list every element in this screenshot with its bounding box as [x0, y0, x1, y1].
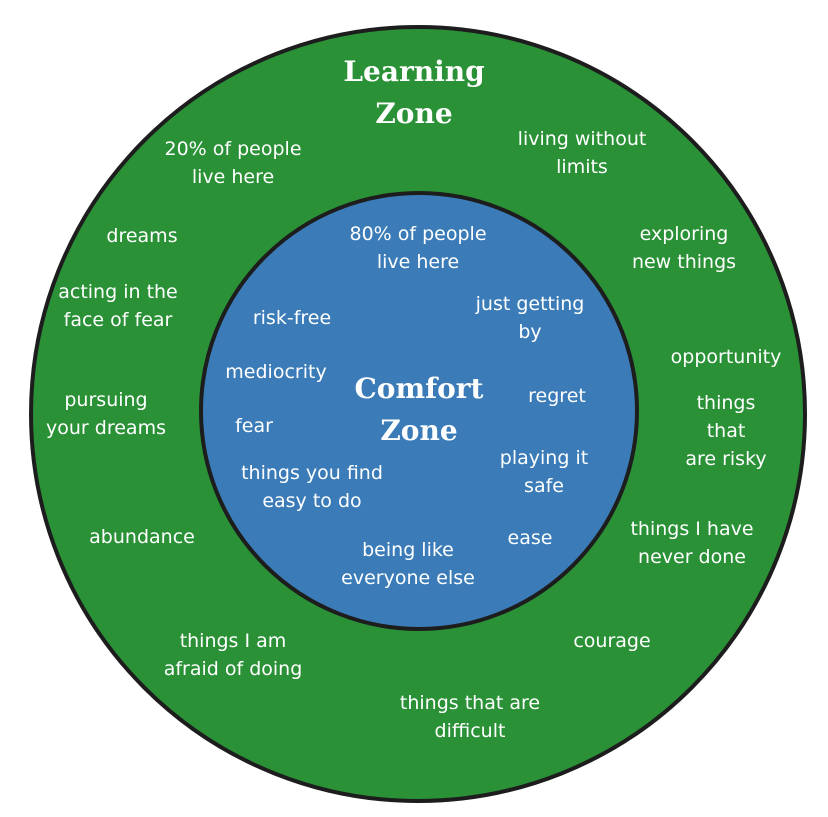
comfort-item-80-percent: 80% of people live here — [349, 223, 487, 273]
comfort-item-just-getting-by: just getting by — [475, 293, 585, 343]
learning-item-pursuing-your-dreams: pursuing your dreams — [46, 389, 166, 439]
learning-item-exploring-new-things: exploring new things — [631, 223, 737, 273]
learning-item-dreams: dreams — [106, 225, 178, 247]
comfort-item-risk-free: risk-free — [252, 307, 332, 329]
comfort-item-playing-it-safe: playing it safe — [499, 447, 589, 497]
comfort-item-mediocrity: mediocrity — [225, 361, 327, 383]
comfort-item-ease: ease — [507, 527, 553, 549]
learning-item-acting-in-face-of-fear: acting in the face of fear — [58, 281, 178, 331]
learning-item-living-without-limits: living without limits — [517, 128, 647, 178]
comfort-item-being-like-everyone-else: being like everyone else — [341, 539, 475, 589]
learning-item-things-never-done: things I have never done — [630, 518, 754, 568]
comfort-item-easy-to-do: things you find easy to do — [241, 462, 383, 512]
learning-item-courage: courage — [573, 630, 651, 652]
comfort-zone-circle — [199, 191, 639, 631]
comfort-item-fear: fear — [235, 415, 273, 437]
learning-zone-title: Learning Zone — [343, 55, 485, 130]
comfort-zone-title: Comfort Zone — [354, 372, 484, 447]
learning-item-20-percent: 20% of people live here — [164, 138, 302, 188]
learning-item-afraid-of-doing: things I am afraid of doing — [163, 630, 303, 680]
learning-item-abundance: abundance — [89, 526, 195, 548]
comfort-item-regret: regret — [528, 385, 586, 407]
learning-item-things-that-are-risky: things that are risky — [685, 392, 767, 470]
learning-item-opportunity: opportunity — [670, 346, 782, 368]
learning-item-things-that-are-difficult: things that are difficult — [399, 692, 541, 742]
